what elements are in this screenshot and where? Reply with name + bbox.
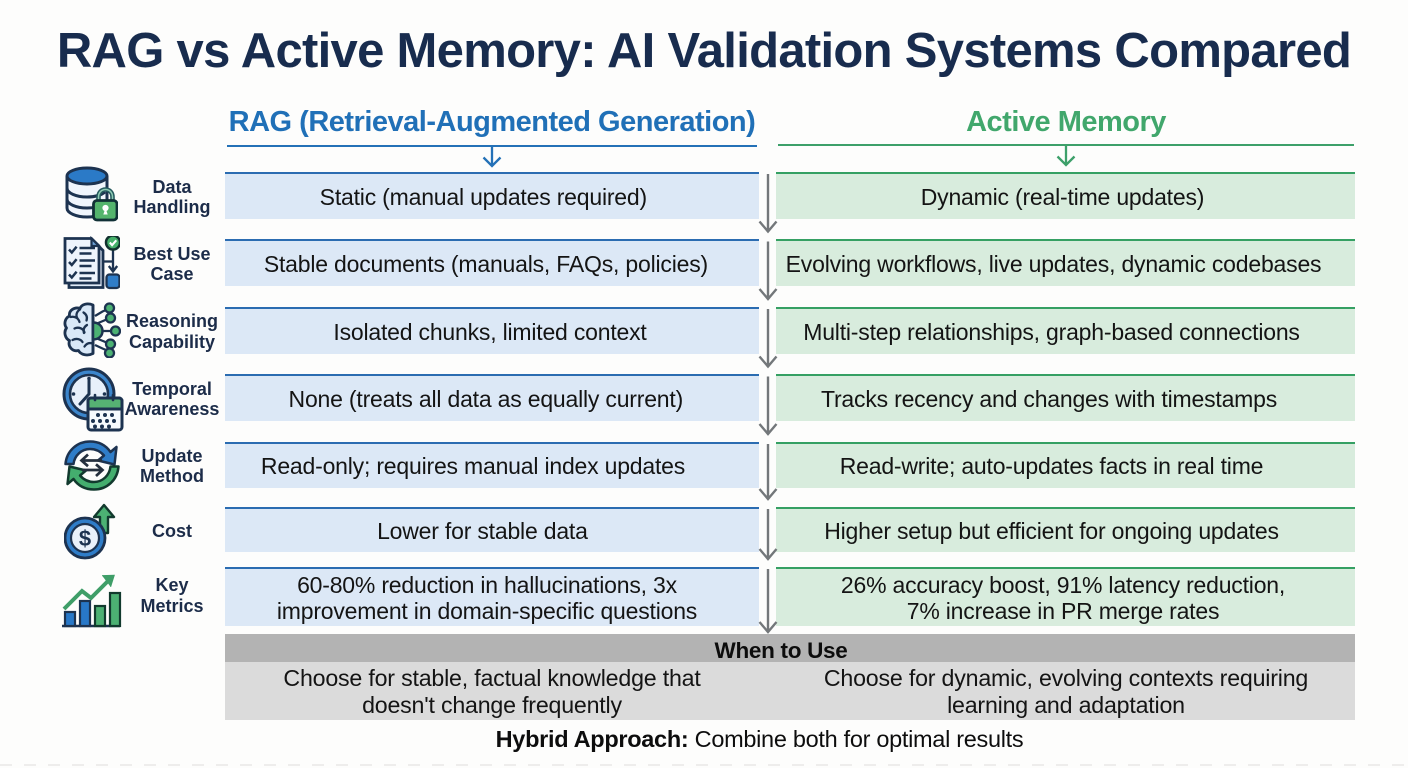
svg-text:$: $ [79,526,91,551]
